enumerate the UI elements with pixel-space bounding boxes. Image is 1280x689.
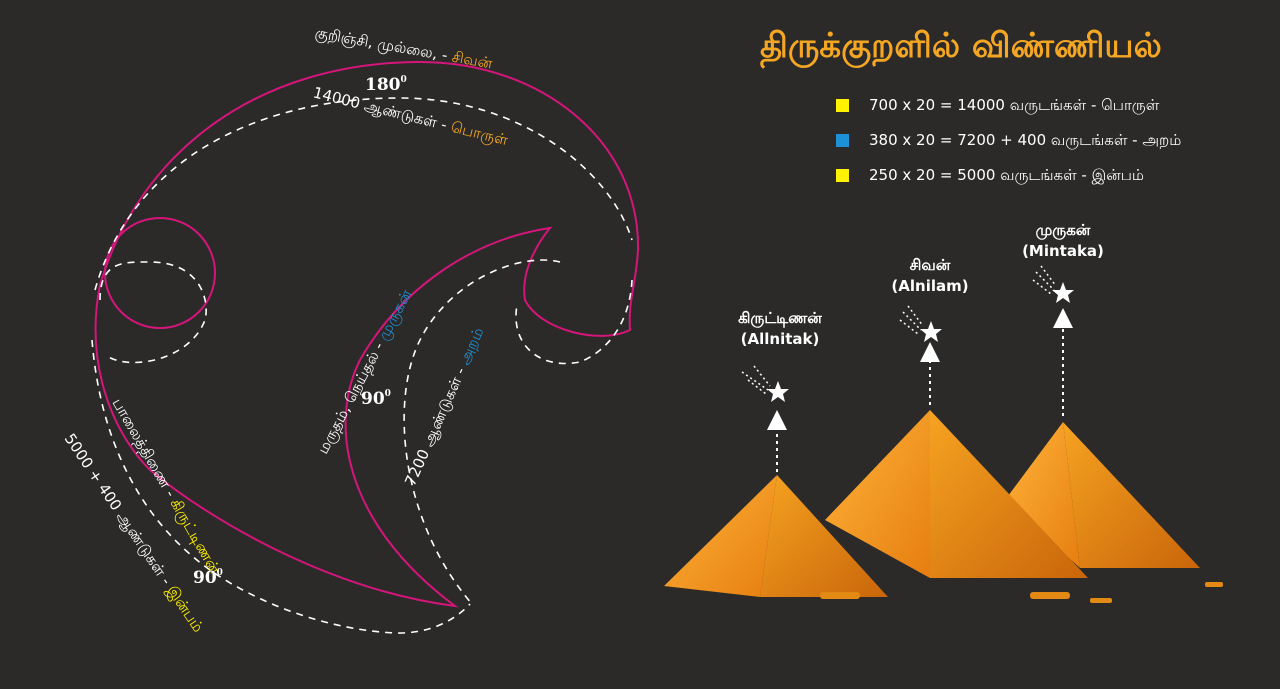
legend-swatch — [836, 99, 849, 112]
legend-item: 250 x 20 = 5000 வருடங்கள் - இன்பம் — [836, 158, 1181, 193]
star-icon-allnitak — [741, 365, 789, 402]
legend-label: 380 x 20 = 7200 + 400 வருடங்கள் - அறம் — [869, 130, 1182, 149]
star-icon-alnilam — [899, 305, 942, 342]
magenta-outline — [94, 60, 640, 608]
star-label-allnitak: கிருட்டிணன் (Allnitak) — [700, 308, 860, 350]
arc-labels: குறிஞ்சி, முல்லை, - சிவன் 14000 ஆண்டுகள்… — [61, 24, 511, 636]
label-mid-outer: மருதம், நெய்தல் - முருகன் — [314, 286, 416, 457]
legend-swatch — [836, 169, 849, 182]
star-label-mintaka: முருகன் (Mintaka) — [973, 220, 1153, 262]
star-latin: (Allnitak) — [740, 330, 820, 348]
legend-item: 700 x 20 = 14000 வருடங்கள் - பொருள் — [836, 88, 1181, 123]
legend-item: 380 x 20 = 7200 + 400 வருடங்கள் - அறம் — [836, 123, 1181, 158]
star-label-alnilam: சிவன் (Alnilam) — [850, 255, 1010, 297]
pyramid-left — [664, 475, 888, 597]
star-arrows — [767, 308, 1073, 472]
pyramid-right — [1005, 422, 1200, 568]
star-icon-mintaka — [1032, 265, 1074, 303]
label-top-inner: 14000 ஆண்டுகள் - பொருள் — [311, 83, 510, 149]
star-name: சிவன் — [909, 256, 951, 274]
star-name: கிருட்டிணன் — [738, 309, 822, 327]
label-low-outer: பாலைத்திணை - கிருட்டிணன் — [109, 395, 225, 577]
degree-top: 1800 — [365, 75, 407, 95]
legend-label: 700 x 20 = 14000 வருடங்கள் - பொருள் — [869, 95, 1160, 114]
dashed-outline — [91, 97, 633, 634]
page-title: திருக்குறளில் விண்ணியல் — [760, 26, 1162, 66]
legend: 700 x 20 = 14000 வருடங்கள் - பொருள் 380 … — [836, 88, 1181, 193]
degree-labels: 1800 900 900 — [193, 75, 407, 588]
sand-rubble — [820, 582, 1223, 603]
star-latin: (Mintaka) — [1022, 242, 1104, 260]
star-name: முருகன் — [1035, 221, 1091, 239]
degree-low: 900 — [193, 568, 223, 588]
legend-label: 250 x 20 = 5000 வருடங்கள் - இன்பம் — [869, 165, 1144, 184]
label-mid-inner: 7200 ஆண்டுகள் - அறம் — [401, 325, 487, 489]
legend-swatch — [836, 134, 849, 147]
label-top-outer: குறிஞ்சி, முல்லை, - சிவன் — [313, 24, 494, 74]
pyramid-middle — [825, 410, 1088, 578]
star-latin: (Alnilam) — [891, 277, 969, 295]
degree-mid: 900 — [361, 389, 391, 409]
